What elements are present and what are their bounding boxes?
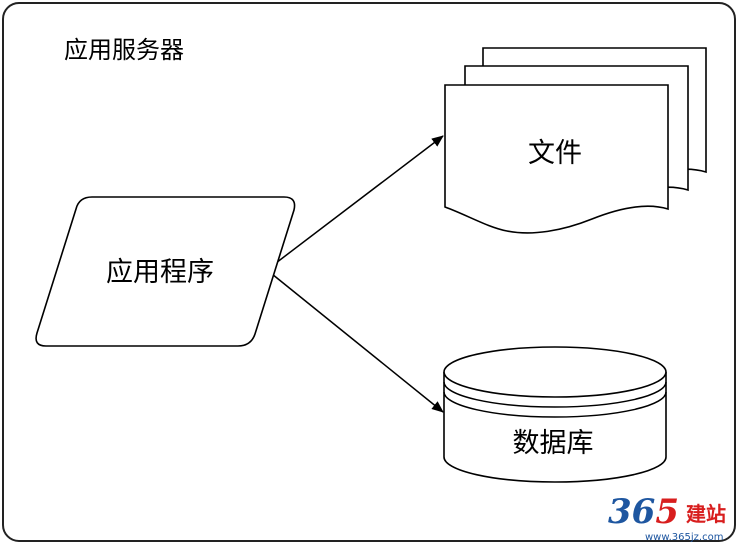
arrow-app-to-database [271, 273, 444, 413]
files-label: 文件 [528, 138, 582, 169]
watermark-digits-blue: 36 [608, 492, 655, 532]
watermark-chinese: 建站 [686, 502, 726, 526]
parallelogram-shape [35, 196, 296, 347]
arrow-app-to-files [271, 135, 444, 267]
cylinder-body-shape [443, 372, 667, 483]
document-front-shape [444, 84, 669, 234]
server-title: 应用服务器 [64, 36, 184, 64]
database-label: 数据库 [513, 428, 594, 459]
app-label: 应用程序 [106, 257, 214, 288]
watermark-url: www.365jz.com [645, 532, 723, 543]
app-node: 应用程序 [35, 196, 296, 347]
cylinder-ring-1 [443, 381, 667, 408]
site-watermark-logo: 365 建站 www.365jz.com [608, 492, 726, 543]
cylinder-top-shape [443, 346, 667, 398]
database-node: 数据库 [443, 346, 667, 483]
watermark-digits: 365 [608, 492, 679, 532]
watermark-digits-red: 5 [655, 492, 679, 532]
cylinder-ring-2 [443, 391, 667, 418]
files-node: 文件 [444, 47, 707, 234]
